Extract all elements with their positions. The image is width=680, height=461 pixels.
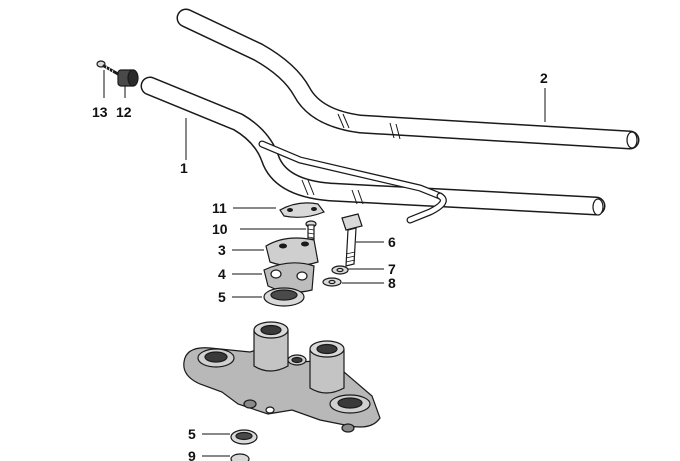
washer-9 [230, 453, 250, 461]
label-1: 1 [180, 160, 188, 176]
rubber-bush-5-upper [263, 287, 305, 307]
washer-7 [331, 265, 349, 275]
label-6: 6 [388, 234, 396, 250]
label-3: 3 [218, 242, 226, 258]
screw-10 [305, 220, 317, 240]
rubber-bush-5-lower [230, 429, 258, 445]
label-8: 8 [388, 275, 396, 291]
label-4: 4 [218, 266, 226, 282]
label-5-lower: 5 [188, 426, 196, 442]
bar-end-12 [117, 69, 139, 87]
label-7: 7 [388, 261, 396, 277]
leader-lines [103, 70, 546, 457]
label-11: 11 [212, 200, 227, 216]
bolt-13 [96, 60, 120, 76]
callout-labels: 1 2 13 12 11 10 3 4 5 6 7 8 5 9 [92, 70, 548, 461]
label-13: 13 [92, 104, 108, 120]
handlebar-1 [140, 76, 606, 216]
label-5-upper: 5 [218, 289, 226, 305]
label-9: 9 [188, 448, 196, 461]
clamp-cap-11 [279, 202, 325, 218]
clamp-upper-3 [265, 237, 319, 267]
handlebar-2 [176, 8, 640, 150]
label-12: 12 [116, 104, 132, 120]
label-2: 2 [540, 70, 548, 86]
cross-brace [258, 140, 447, 224]
bolt-6 [341, 213, 363, 267]
washer-8 [322, 277, 342, 287]
label-10: 10 [212, 221, 228, 237]
fork-bridge [183, 321, 381, 433]
